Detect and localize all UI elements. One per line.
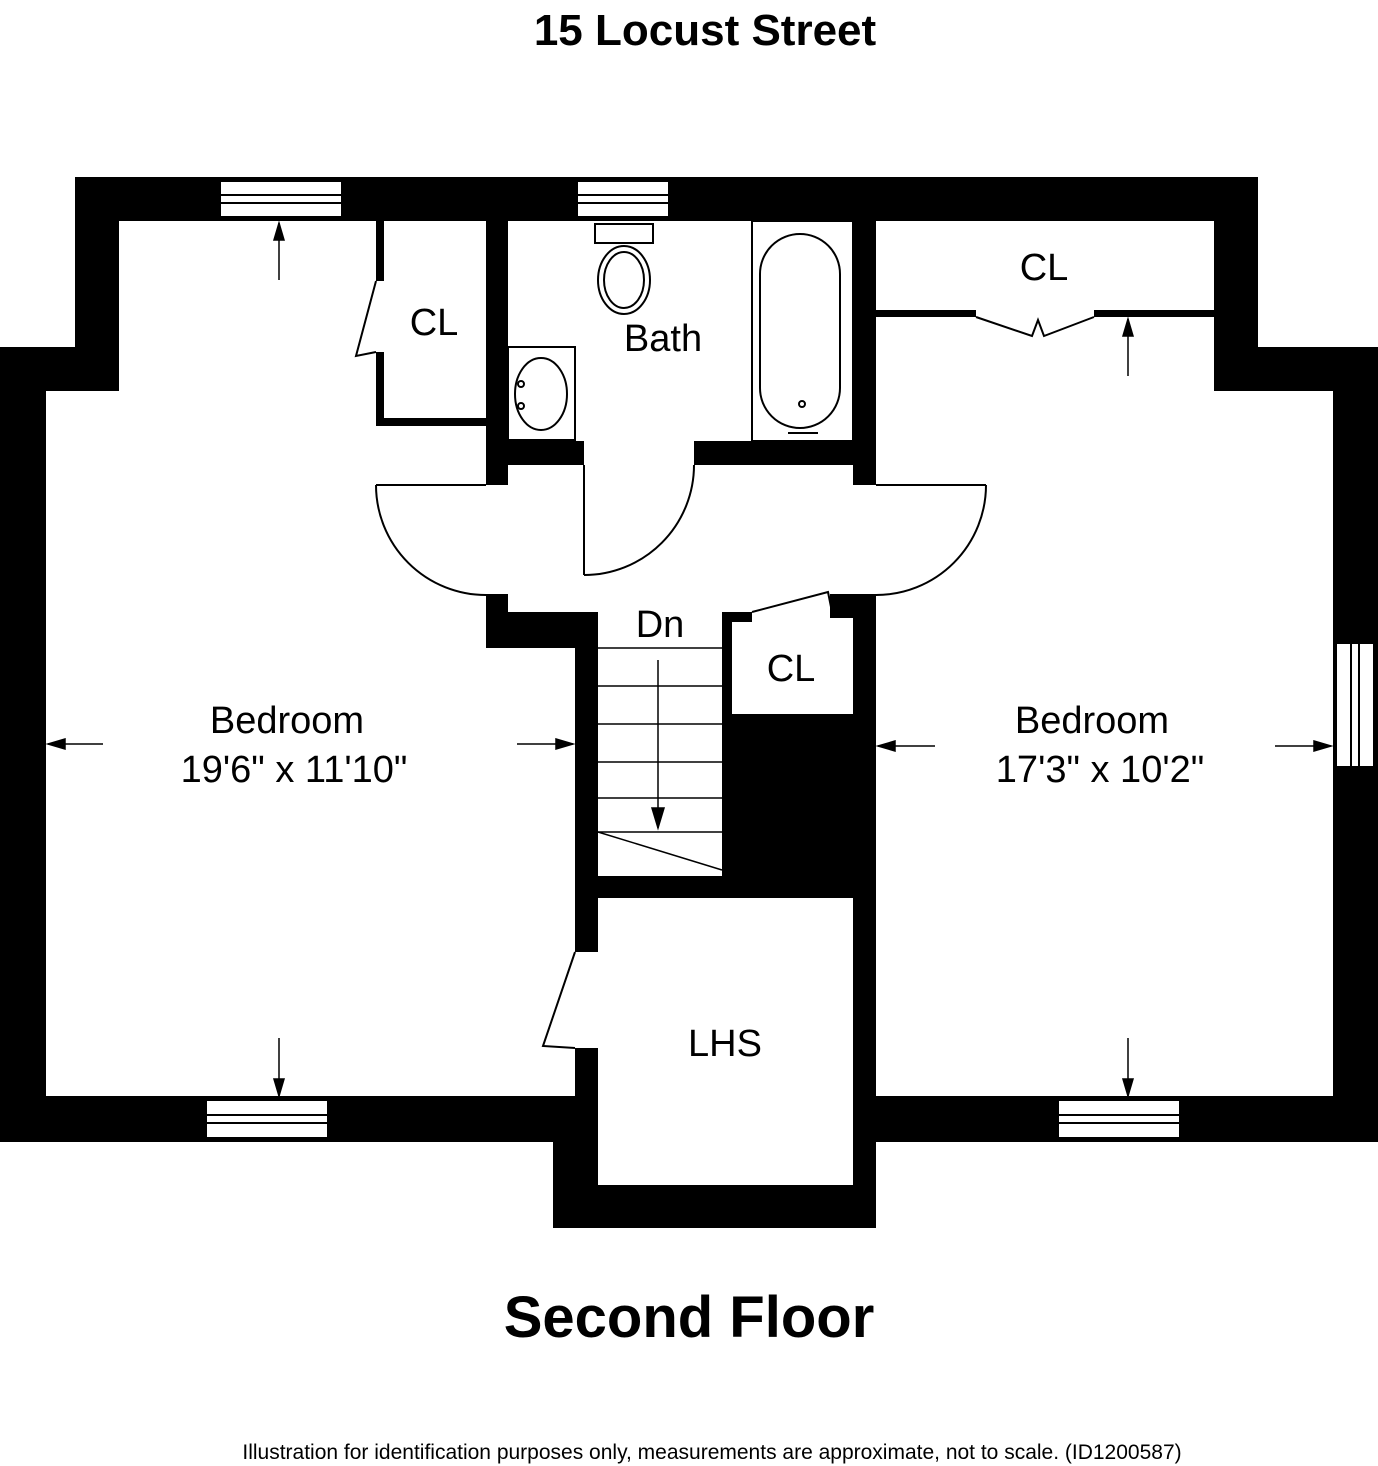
window-right <box>1335 642 1375 768</box>
dimension-arrows <box>45 220 1334 1099</box>
window-top-bath <box>576 180 670 218</box>
disclaimer-note: Illustration for identification purposes… <box>242 1441 1182 1464</box>
room-labels: Bedroom 19'6" x 11'10" Bedroom 17'3" x 1… <box>181 247 1205 1065</box>
window-bottom-right <box>1057 1099 1181 1139</box>
door-right-bedroom <box>875 484 987 596</box>
door-left-bedroom <box>375 484 487 596</box>
interior-walls <box>376 221 1214 1098</box>
floor-name-title: Second Floor <box>503 1285 875 1350</box>
label-bedroom-left-size: 19'6" x 11'10" <box>181 749 408 791</box>
label-lhs: LHS <box>688 1023 762 1065</box>
windows <box>205 180 1375 1139</box>
bathtub <box>751 220 854 442</box>
label-closet-left: CL <box>410 302 459 344</box>
door-closet-top-right <box>975 316 1095 338</box>
label-bedroom-right-size: 17'3" x 10'2" <box>996 749 1204 791</box>
window-top-left <box>219 180 343 218</box>
door-closet-left <box>354 280 377 358</box>
label-bedroom-right-name: Bedroom <box>1015 700 1169 742</box>
label-closet-stair: CL <box>767 648 816 690</box>
door-closet-stair <box>751 590 833 613</box>
toilet <box>594 223 654 315</box>
fixtures <box>507 220 854 442</box>
label-closet-top-right: CL <box>1020 247 1069 289</box>
sink <box>507 346 576 441</box>
label-bath: Bath <box>624 318 702 360</box>
door-bath <box>583 464 695 576</box>
closet-interiors <box>732 622 853 714</box>
doors <box>354 280 1095 1049</box>
label-bedroom-left-name: Bedroom <box>210 700 364 742</box>
door-lhs <box>541 951 576 1049</box>
window-bottom-left <box>205 1099 329 1139</box>
plan-address-title: 15 Locust Street <box>533 6 877 55</box>
label-stairs-down: Dn <box>636 604 685 646</box>
stairs <box>597 647 723 871</box>
